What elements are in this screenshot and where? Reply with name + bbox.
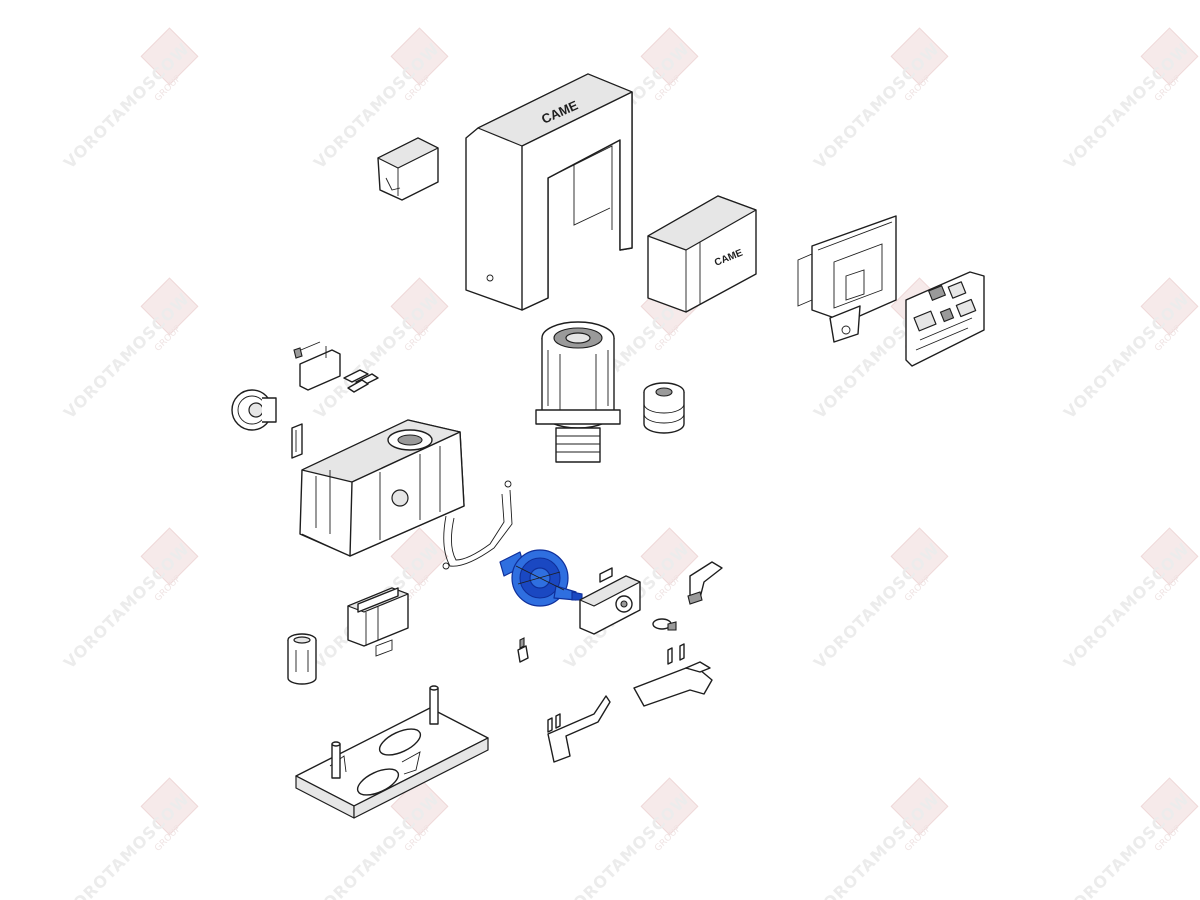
watermark-shield-icon bbox=[890, 527, 949, 586]
capacitor-part[interactable] bbox=[287, 633, 317, 685]
control-board-mount-part[interactable] bbox=[797, 215, 897, 343]
watermark-text: VOROTAMOSCOW bbox=[60, 39, 193, 172]
watermark-shield-icon bbox=[390, 527, 449, 586]
motor-bushing-part[interactable] bbox=[643, 382, 685, 434]
motor-cover-part[interactable]: CAME bbox=[465, 73, 633, 311]
watermark-shield-icon bbox=[390, 27, 449, 86]
watermark-text: VOROTAMOSCOW bbox=[1060, 39, 1193, 172]
watermark-shield-icon bbox=[1140, 527, 1199, 586]
watermark-text: VOROTAMOSCOW bbox=[810, 789, 943, 900]
watermark-text: VOROTAMOSCOW bbox=[1060, 789, 1193, 900]
watermark-text: VOROTAMOSCOW bbox=[60, 539, 193, 672]
gearbox-housing-part[interactable] bbox=[299, 419, 465, 557]
limit-bracket-lower-part[interactable] bbox=[547, 695, 611, 763]
watermark-shield-icon bbox=[140, 777, 199, 836]
watermark-shield-icon bbox=[140, 277, 199, 336]
limit-bracket-right-part[interactable] bbox=[633, 661, 713, 707]
limit-switch-part[interactable] bbox=[293, 341, 379, 393]
small-connector-part[interactable] bbox=[517, 637, 529, 663]
watermark-text: VOROTAMOSCOW bbox=[810, 39, 943, 172]
gasket-part[interactable] bbox=[442, 480, 513, 570]
transformer-part[interactable] bbox=[347, 587, 409, 657]
watermark-shield-icon bbox=[640, 27, 699, 86]
watermark-text: VOROTAMOSCOW bbox=[560, 789, 693, 900]
watermark-shield-icon bbox=[890, 777, 949, 836]
end-cap-part[interactable] bbox=[377, 137, 439, 201]
electronic-board-part[interactable] bbox=[905, 271, 985, 367]
watermark-shield-icon bbox=[140, 27, 199, 86]
electric-motor-part[interactable] bbox=[535, 321, 621, 463]
watermark-text: VOROTAMOSCOW bbox=[60, 289, 193, 422]
watermark-shield-icon bbox=[1140, 277, 1199, 336]
key-part[interactable] bbox=[652, 618, 677, 631]
side-panel-cover-part[interactable]: CAME bbox=[647, 195, 757, 313]
watermark-shield-icon bbox=[640, 777, 699, 836]
release-lever-part[interactable] bbox=[687, 561, 723, 605]
watermark-shield-icon bbox=[390, 277, 449, 336]
worm-gear-shaft-part[interactable] bbox=[499, 549, 583, 607]
watermark-shield-icon bbox=[640, 527, 699, 586]
foundation-plate-part[interactable] bbox=[295, 685, 489, 819]
watermark-shield-icon bbox=[890, 27, 949, 86]
watermark-text: VOROTAMOSCOW bbox=[810, 539, 943, 672]
watermark-shield-icon bbox=[1140, 27, 1199, 86]
watermark-text: VOROTAMOSCOW bbox=[60, 789, 193, 900]
release-lock-housing-part[interactable] bbox=[579, 567, 641, 635]
watermark-shield-icon bbox=[1140, 777, 1199, 836]
watermark-text: VOROTAMOSCOW bbox=[1060, 539, 1193, 672]
watermark-text: VOROTAMOSCOW bbox=[1060, 289, 1193, 422]
pinion-gear-part[interactable] bbox=[231, 389, 277, 431]
clip-part[interactable] bbox=[291, 423, 303, 459]
watermark-shield-icon bbox=[140, 527, 199, 586]
pin-pair-part[interactable] bbox=[667, 643, 685, 665]
